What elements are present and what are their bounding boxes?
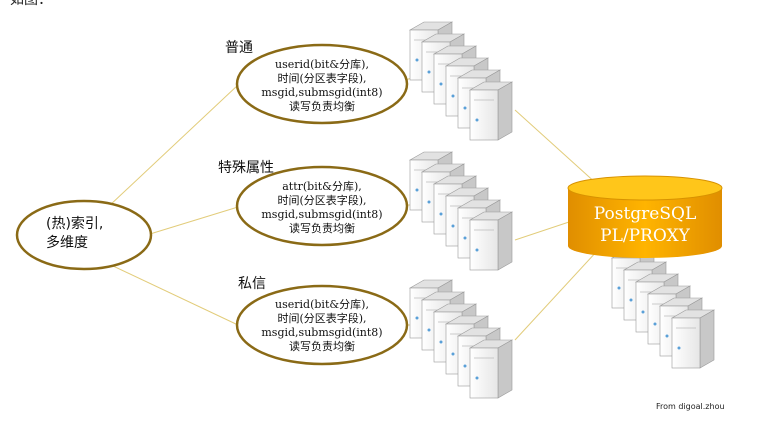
proxy-cylinder-body: [568, 188, 722, 258]
branch-2-title: 特殊属性: [218, 160, 274, 176]
cluster-2-server-6-led: [475, 248, 479, 252]
cluster-2-server-6-face: [469, 219, 499, 271]
proxy-line-2: PL/PROXY: [600, 226, 690, 246]
cluster-3-server-5-led: [463, 364, 467, 368]
cluster-4-server-6-face: [671, 317, 701, 369]
branch-3-title: 私信: [238, 276, 266, 292]
branch-1-ellipse: [235, 43, 409, 125]
branch-2-line-1: attr(bit&分库),: [282, 180, 362, 193]
connector-servers-2-proxy: [514, 219, 576, 241]
cluster-1-server-6-led: [475, 118, 479, 122]
cluster-4-server-6-side: [699, 309, 715, 369]
cluster-1-server-4-led: [451, 94, 455, 98]
branch-2-ellipse: [235, 165, 409, 247]
top-caption: 如图：: [10, 0, 52, 8]
branch-3-ellipse: [235, 284, 409, 366]
branch-3-line-2: 时间(分区表字段),: [277, 311, 366, 325]
cluster-1-server-2-led: [427, 70, 431, 74]
cluster-4-server-4-led: [653, 322, 657, 326]
branch-2-line-2: 时间(分区表字段),: [277, 193, 366, 207]
connector-servers-1-proxy: [514, 109, 599, 186]
cluster-3-server-6: [468, 339, 514, 399]
cluster-4-server-3-led: [641, 310, 645, 314]
root-node-line-1: (热)索引,: [46, 215, 103, 232]
branch-1-line-1: userid(bit&分库),: [275, 58, 369, 71]
branch-1-title: 普通: [225, 40, 253, 56]
cluster-1-server-5-led: [463, 106, 467, 110]
cluster-4-server-6-led: [677, 346, 681, 350]
root-node-ellipse: [15, 199, 153, 271]
cluster-3-server-6-led: [475, 376, 479, 380]
root-node-line-2: 多维度: [46, 234, 88, 251]
cluster-1-server-6-side: [497, 81, 513, 141]
branch-1-line-2: 时间(分区表字段),: [277, 71, 366, 85]
server-cluster-2: [408, 151, 514, 271]
cluster-2-server-2-led: [427, 200, 431, 204]
connector-root-branch-1: [91, 84, 239, 223]
connector-root-branch-2: [149, 206, 239, 235]
branch-2-line-4: 读写负责均衡: [289, 221, 355, 235]
root-node: (热)索引, 多维度: [15, 199, 153, 271]
cluster-1-server-1-led: [415, 58, 419, 62]
branch-3-line-4: 读写负责均衡: [289, 339, 355, 353]
server-cluster-1: [408, 21, 514, 141]
proxy-database: PostgreSQL PL/PROXY: [567, 175, 723, 258]
cluster-4-server-2-led: [629, 298, 633, 302]
cluster-4-server-5-led: [665, 334, 669, 338]
proxy-cylinder-top: [567, 175, 723, 201]
cluster-1-server-6: [468, 81, 514, 141]
cluster-2-server-1-led: [415, 188, 419, 192]
branch-3-line-3: msgid,submsgid(int8): [261, 326, 382, 339]
branch-1-line-3: msgid,submsgid(int8): [261, 86, 382, 99]
cluster-2-server-3-led: [439, 212, 443, 216]
branch-2-line-3: msgid,submsgid(int8): [261, 208, 382, 221]
cluster-2-server-4-led: [451, 224, 455, 228]
cluster-2-server-6: [468, 211, 514, 271]
credit-text: From digoal.zhou: [656, 402, 725, 411]
connector-servers-3-proxy: [514, 249, 599, 341]
cluster-2-server-5-led: [463, 236, 467, 240]
cluster-1-server-6-face: [469, 89, 499, 141]
branch-3: 私信 userid(bit&分库), 时间(分区表字段), msgid,subm…: [235, 276, 409, 366]
branch-1: 普通 userid(bit&分库), 时间(分区表字段), msgid,subm…: [225, 40, 409, 125]
branch-1-line-4: 读写负责均衡: [289, 99, 355, 113]
connector-root-branch-3: [91, 255, 239, 326]
cluster-3-server-4-led: [451, 352, 455, 356]
cluster-3-server-2-led: [427, 328, 431, 332]
branch-3-line-1: userid(bit&分库),: [275, 298, 369, 311]
branch-2: 特殊属性 attr(bit&分库), 时间(分区表字段), msgid,subm…: [218, 160, 409, 247]
cluster-4-server-1-led: [617, 286, 621, 290]
server-cluster-4: [610, 249, 716, 369]
server-cluster-3: [408, 279, 514, 399]
cluster-3-server-6-face: [469, 347, 499, 399]
cluster-2-server-6-side: [497, 211, 513, 271]
cluster-1-server-3-led: [439, 82, 443, 86]
proxy-line-1: PostgreSQL: [594, 204, 696, 224]
cluster-3-server-3-led: [439, 340, 443, 344]
cluster-3-server-1-led: [415, 316, 419, 320]
cluster-4-server-6: [670, 309, 716, 369]
cluster-3-server-6-side: [497, 339, 513, 399]
